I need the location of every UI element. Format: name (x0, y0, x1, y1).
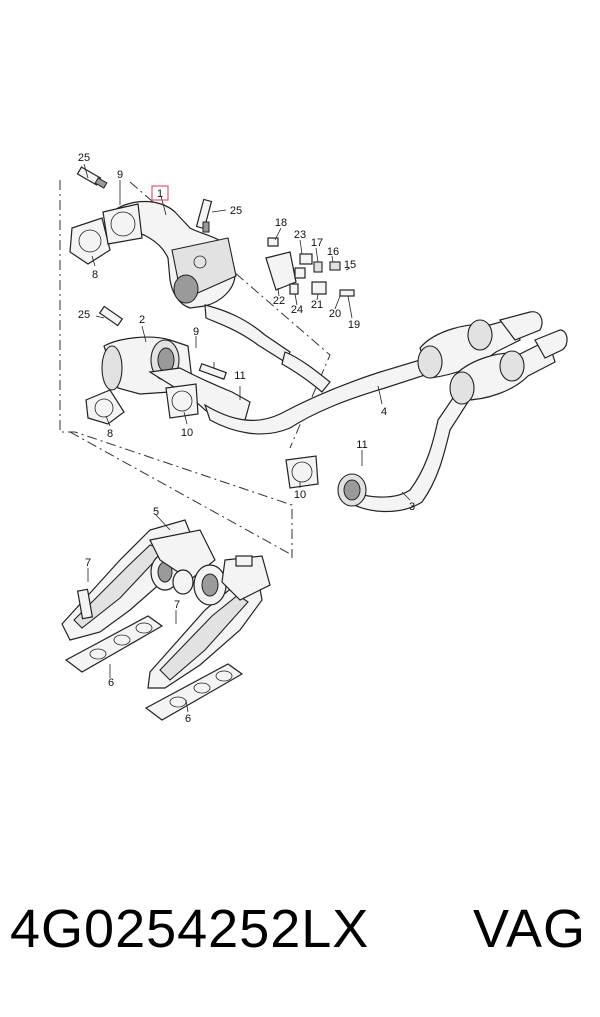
callout-16: 16 (327, 246, 339, 258)
turbo-manifold-right (147, 577, 263, 689)
flange-3 (337, 473, 367, 507)
gasket-8-upper (69, 217, 111, 265)
callout-19: 19 (348, 319, 360, 331)
brand-label: VAG (472, 899, 586, 959)
gasket-10-right (285, 455, 319, 489)
callout-1: 1 (157, 188, 163, 200)
gasket-10-left (165, 383, 199, 419)
turbo-charger-left (149, 529, 216, 595)
callout-8a: 8 (92, 269, 98, 281)
center-muffler-lower (449, 329, 568, 405)
manifold-gasket-6-right (144, 663, 244, 721)
callout-7b: 7 (174, 599, 180, 611)
exhaust-diagram: 1 2 3 4 5 6 6 7 7 8 8 9 9 10 10 11 11 15… (59, 152, 568, 725)
callout-25a: 25 (78, 152, 90, 164)
callout-17: 17 (311, 237, 323, 249)
oxygen-sensor-top-left (76, 166, 108, 189)
callout-2: 2 (139, 314, 145, 326)
callout-18: 18 (275, 217, 287, 229)
callout-20: 20 (329, 308, 341, 320)
callout-15: 15 (344, 259, 356, 271)
footer: 4G0254252LX VAG (0, 898, 600, 978)
callout-6b: 6 (185, 713, 191, 725)
callout-23: 23 (294, 229, 306, 241)
gasket-8-lower (85, 389, 125, 425)
catalytic-converter-lower (101, 336, 251, 426)
callout-9a: 9 (117, 169, 123, 181)
manifold-gasket-6-left (64, 615, 164, 673)
callout-24: 24 (291, 304, 303, 316)
oxygen-sensor-mid (198, 362, 228, 380)
catalytic-converter-upper (111, 201, 291, 363)
flange-upper (102, 203, 143, 245)
callout-5: 5 (153, 506, 159, 518)
callout-6a: 6 (108, 677, 114, 689)
leader-lines (83, 163, 411, 713)
callout-11a: 11 (234, 370, 245, 382)
callout-3: 3 (409, 501, 415, 513)
part-number: 4G0254252LX (10, 899, 370, 959)
callout-11b: 11 (356, 439, 367, 451)
turbo-charger-right (193, 555, 271, 606)
bracket-assembly (265, 237, 355, 297)
callout-1-highlight (151, 185, 169, 201)
callout-10a: 10 (181, 427, 193, 439)
oxygen-sensor-mid-left (98, 305, 124, 327)
callout-7a: 7 (85, 557, 91, 569)
callout-22: 22 (273, 295, 285, 307)
callout-25c: 25 (78, 309, 90, 321)
exhaust-pipe-4 (203, 351, 426, 435)
callout-8b: 8 (107, 428, 113, 440)
oxygen-sensor-top-right (195, 198, 213, 233)
callout-10b: 10 (294, 489, 306, 501)
callout-9b: 9 (193, 326, 199, 338)
callout-21: 21 (311, 299, 323, 311)
center-muffler-upper (417, 311, 543, 379)
callout-4: 4 (381, 406, 387, 418)
callout-25b: 25 (230, 205, 242, 217)
